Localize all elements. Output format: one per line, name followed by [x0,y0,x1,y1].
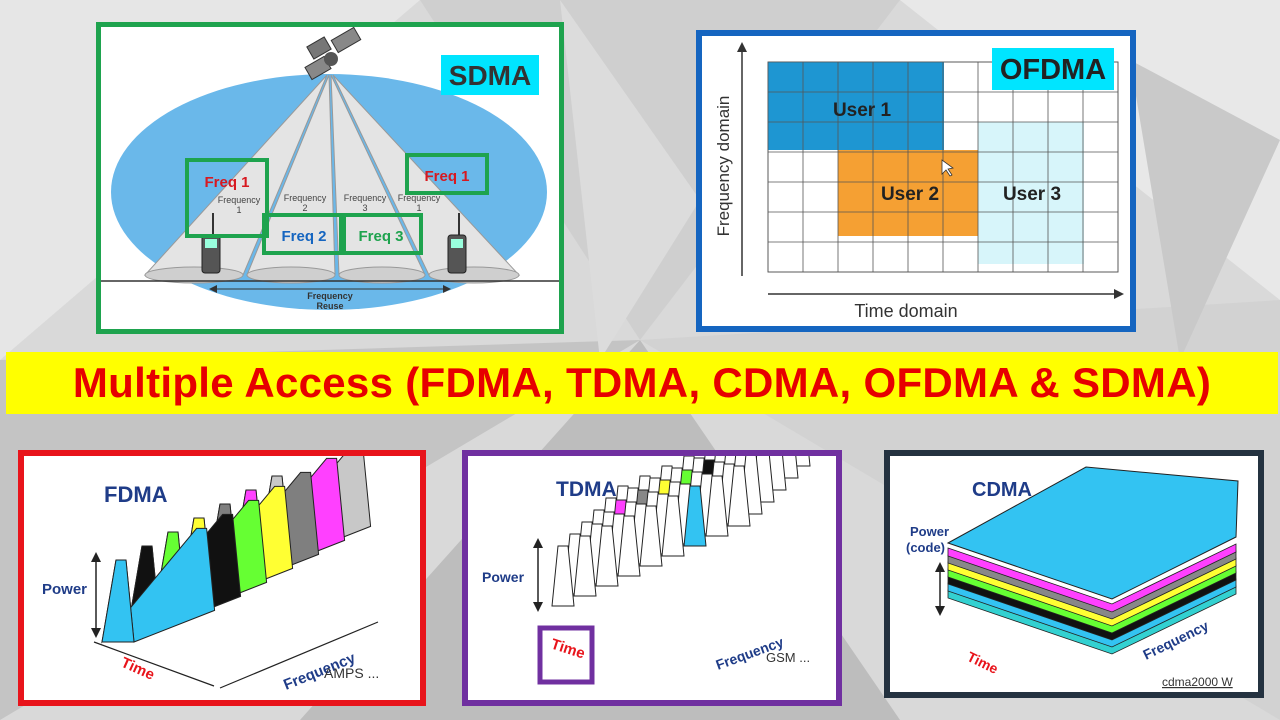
freq-box [262,213,346,255]
time-slot [705,475,729,537]
freq-box [339,213,423,255]
cone-label: Frequency [344,193,387,203]
freq-box-label: Freq 1 [424,168,469,185]
power-code-label: (code) [906,540,945,555]
ofdma-label-bg [992,48,1114,90]
tdma-diagram: TDMA Power Time Frequency GSM ... [482,456,811,685]
tdma-panel: TDMA Power Time Frequency GSM ... [462,450,842,706]
cdma-diagram: CDMA Power (code) Time Frequency cdma200… [906,466,1239,689]
system-label: AMPS ... [324,665,379,681]
sdma-panel: Frequency 1 Frequency 2 Frequency 3 Freq… [96,22,564,334]
page-title: Multiple Access (FDMA, TDMA, CDMA, OFDMA… [6,352,1278,414]
frequency-band-front [101,559,135,643]
cone-label: Frequency [218,195,261,205]
power-label: Power [42,581,87,598]
code-layer-top [946,466,1239,600]
cone-label: 1 [416,203,421,213]
time-slot [573,535,597,597]
freq-box [405,153,489,195]
cdma-panel: CDMA Power (code) Time Frequency cdma200… [884,450,1264,698]
sdma-diagram: Frequency 1 Frequency 2 Frequency 3 Freq… [101,27,559,311]
frequency-axis [219,621,379,689]
ofdma-diagram: User 1 User 2 User 3 Frequency domain Ti… [714,42,1124,321]
time-slot [617,515,641,577]
satellite-icon [304,27,362,81]
time-axis [93,641,215,687]
reuse-label: Frequency [307,291,353,301]
time-label: Time [965,648,1001,677]
system-label: GSM ... [766,650,810,665]
time-slot [727,465,751,527]
ofdma-label: OFDMA [1000,54,1106,86]
system-label: cdma2000 W [1162,675,1233,689]
time-slot [661,495,685,557]
y-axis-label: Frequency domain [714,96,733,237]
freq-box-label: Freq 1 [204,174,249,191]
time-slot [639,505,663,567]
freq-box-label: Freq 2 [281,228,326,245]
time-slot [551,545,575,607]
reuse-label: Reuse [316,301,343,311]
cdma-label: CDMA [972,479,1032,501]
user2-label: User 2 [881,184,939,205]
user1-block [768,62,944,150]
cone-label: 3 [362,203,367,213]
time-highlight-box [537,625,595,685]
mobile-phone-icon [201,213,221,274]
x-axis-label: Time domain [854,301,957,321]
time-label: Time [549,636,587,663]
user3-block [978,122,1084,264]
fdma-panel: FDMA Power Time Frequency AMPS ... [18,450,426,706]
tdma-label: TDMA [556,478,617,501]
power-label: Power [910,524,949,539]
cone-label: Frequency [398,193,441,203]
time-slot [595,525,619,587]
fdma-label: FDMA [104,482,168,507]
power-label: Power [482,569,525,585]
freq-box-label: Freq 3 [358,228,403,245]
cone-label: 2 [302,203,307,213]
cone-label: Frequency [284,193,327,203]
user1-label: User 1 [833,100,892,121]
mobile-phone-icon [447,213,467,274]
fdma-diagram: FDMA Power Time Frequency AMPS ... [42,456,379,694]
user3-label: User 3 [1003,184,1061,205]
time-slot [683,485,707,547]
cursor-icon [941,159,954,177]
ofdma-panel: User 1 User 2 User 3 Frequency domain Ti… [696,30,1136,332]
sdma-label-bg [441,55,539,95]
code-layer [947,543,1237,613]
freq-box [185,158,269,238]
cone-label: 1 [236,205,241,215]
sdma-label: SDMA [449,60,531,91]
